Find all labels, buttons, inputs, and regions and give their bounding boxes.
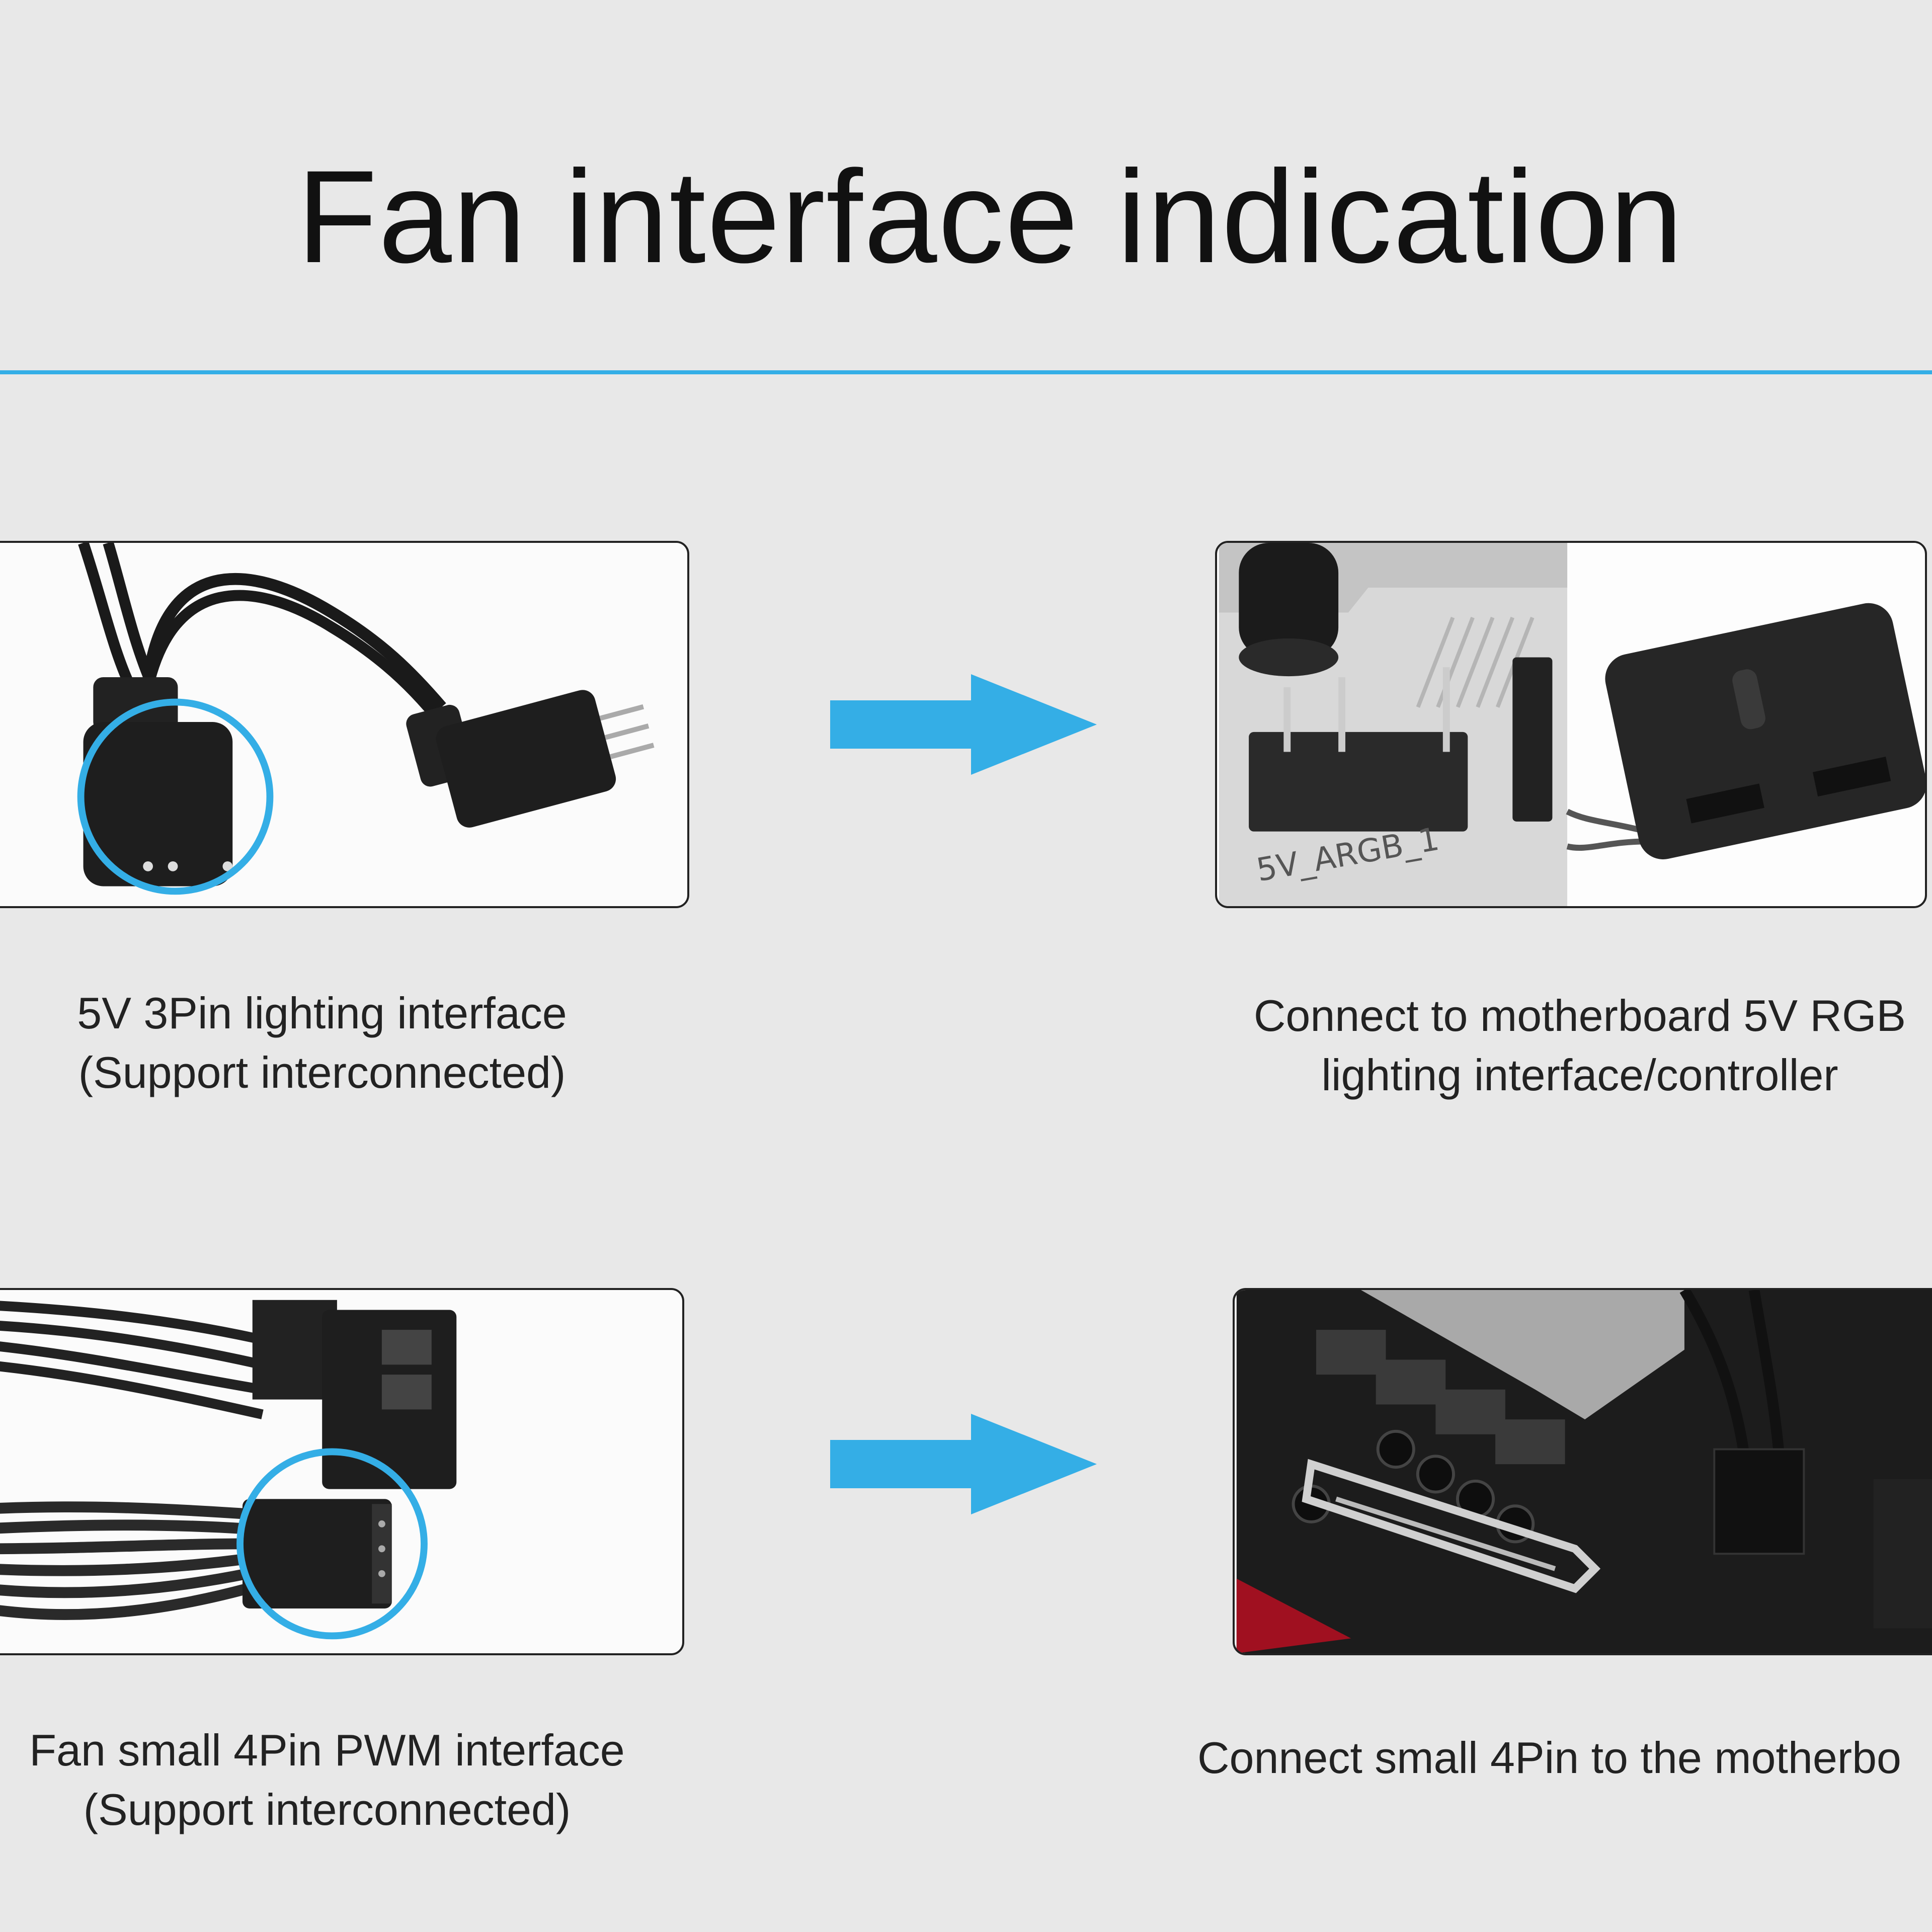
rgb-3pin-connector-image: [0, 541, 689, 908]
caption-line: (Support interconnected): [78, 1048, 566, 1097]
title-divider: [0, 370, 1932, 374]
left-caption-row2: Fan small 4Pin PWM interface (Support in…: [0, 1721, 654, 1839]
pwm-connector-icon: [0, 1290, 681, 1653]
caption-line: (Support interconnected): [83, 1785, 571, 1834]
page-title: Fan interface indication: [297, 143, 1684, 290]
motherboard-argb-image: 5V_ARGB_1: [1215, 541, 1927, 908]
right-arrow-icon: [830, 1414, 1097, 1514]
caption-line: Connect small 4Pin to the motherbo: [1197, 1733, 1901, 1783]
rgb-connector-icon: [0, 543, 686, 906]
right-arrow-icon: [830, 674, 1097, 775]
right-caption-row2: Connect small 4Pin to the motherbo: [1197, 1728, 1932, 1788]
caption-line: 5V 3Pin lighting interface: [77, 988, 567, 1038]
pwm-4pin-connector-image: [0, 1288, 684, 1655]
caption-line: Connect to motherboard 5V RGB: [1253, 991, 1906, 1040]
caption-line: lighting interface/controller: [1321, 1050, 1838, 1100]
fan-header-icon: [1236, 1290, 1932, 1653]
motherboard-fan-header-image: [1233, 1288, 1932, 1655]
argb-header-icon: 5V_ARGB_1: [1219, 543, 1925, 906]
caption-line: Fan small 4Pin PWM interface: [29, 1725, 625, 1775]
right-caption-row1: Connect to motherboard 5V RGB lighting i…: [1228, 986, 1932, 1105]
left-caption-row1: 5V 3Pin lighting interface (Support inte…: [40, 984, 604, 1102]
